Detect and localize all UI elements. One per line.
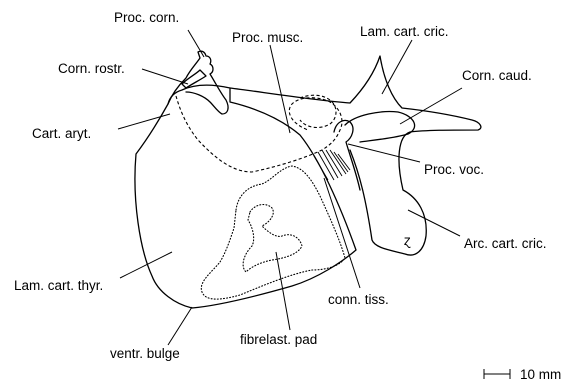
specimen-mark: ɀ [404,233,411,248]
label-proc-musc: Proc. musc. [232,30,303,45]
cricoid-lamina-outline [230,56,481,255]
label-arc-cart-cric: Arc. cart. cric. [464,236,547,251]
label-lam-cart-thyr: Lam. cart. thyr. [14,278,103,293]
connective-tissue-hatch [314,150,350,180]
label-corn-rostr: Corn. rostr. [58,61,125,76]
label-fibrelast-pad: fibrelast. pad [240,332,317,347]
label-proc-corn: Proc. corn. [114,10,179,25]
label-ventr-bulge: ventr. bulge [110,346,180,361]
scale-bar-label: 10 mm [520,367,561,380]
thyroid-lamina-outline [135,85,356,308]
fibroelastic-inner-dotted [243,205,302,272]
label-corn-caud: Corn. caud. [462,68,532,83]
label-lam-cart-cric: Lam. cart. cric. [360,24,449,39]
arytenoid-outline [168,51,228,114]
scale-bar: 10 mm [484,367,561,380]
fibroelastic-pad-dotted [201,166,345,299]
label-cart-aryt: Cart. aryt. [32,126,91,141]
label-conn-tiss: conn. tiss. [328,292,389,307]
label-proc-voc: Proc. voc. [424,162,484,177]
vocal-process-outline [334,120,360,190]
